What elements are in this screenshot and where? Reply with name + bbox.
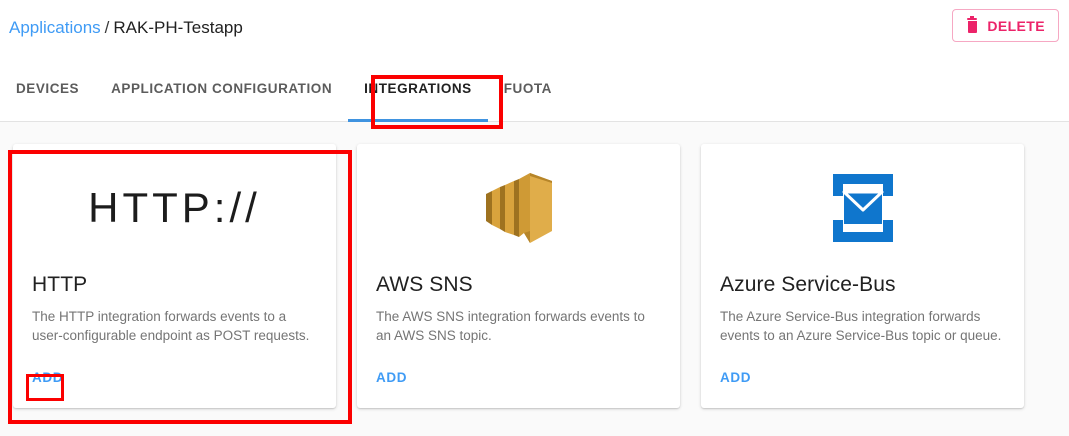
aws-sns-card-title: AWS SNS (376, 273, 473, 296)
azure-service-bus-add-button[interactable]: ADD (720, 370, 752, 385)
tab-integrations-label: INTEGRATIONS (364, 81, 472, 96)
integration-card-http[interactable]: HTTP:// HTTP The HTTP integration forwar… (13, 144, 336, 408)
http-card-title: HTTP (32, 273, 88, 296)
azure-service-bus-card-description: The Azure Service-Bus integration forwar… (720, 309, 1002, 343)
tab-devices[interactable]: DEVICES (0, 56, 95, 121)
aws-sns-icon (485, 173, 552, 243)
tab-list: DEVICES APPLICATION CONFIGURATION INTEGR… (0, 56, 568, 122)
azure-service-bus-icon (832, 174, 893, 242)
breadcrumb-link-applications[interactable]: Applications (9, 18, 101, 37)
azure-service-bus-card-logo (701, 144, 1024, 272)
http-add-button[interactable]: ADD (32, 370, 64, 385)
http-card-description: The HTTP integration forwards events to … (32, 309, 310, 343)
page-header: Applications/RAK-PH-Testapp DELETE (0, 0, 1069, 56)
http-protocol-logo: HTTP:// (88, 184, 261, 231)
aws-sns-card-actions: ADD (376, 369, 407, 387)
breadcrumb-current-application: RAK-PH-Testapp (113, 18, 243, 37)
integration-card-aws-sns[interactable]: AWS SNS The AWS SNS integration forwards… (357, 144, 680, 408)
tab-devices-label: DEVICES (16, 81, 80, 96)
delete-button-label: DELETE (987, 17, 1045, 34)
azure-service-bus-card-actions: ADD (720, 369, 751, 387)
integration-card-azure-service-bus[interactable]: Azure Service-Bus The Azure Service-Bus … (701, 144, 1024, 408)
tab-application-configuration-label: APPLICATION CONFIGURATION (111, 81, 333, 96)
http-card-body: HTTP The HTTP integration forwards event… (13, 272, 336, 345)
aws-sns-card-body: AWS SNS The AWS SNS integration forwards… (357, 272, 680, 345)
tab-application-configuration[interactable]: APPLICATION CONFIGURATION (95, 56, 348, 121)
aws-sns-add-button[interactable]: ADD (376, 370, 408, 385)
http-card-logo: HTTP:// (13, 144, 336, 272)
aws-sns-card-description: The AWS SNS integration forwards events … (376, 309, 645, 343)
tab-fuota[interactable]: FUOTA (488, 56, 568, 121)
tab-fuota-label: FUOTA (503, 81, 552, 96)
integrations-content: HTTP:// HTTP The HTTP integration forwar… (0, 122, 1069, 436)
azure-service-bus-card-body: Azure Service-Bus The Azure Service-Bus … (701, 272, 1024, 345)
breadcrumb-separator: / (104, 18, 110, 37)
tab-bar: DEVICES APPLICATION CONFIGURATION INTEGR… (0, 56, 1069, 122)
integration-card-grid: HTTP:// HTTP The HTTP integration forwar… (13, 144, 1024, 408)
aws-sns-card-logo (357, 144, 680, 272)
tab-integrations[interactable]: INTEGRATIONS (348, 56, 488, 122)
delete-button[interactable]: DELETE (952, 9, 1059, 42)
breadcrumb: Applications/RAK-PH-Testapp (9, 17, 243, 39)
http-card-actions: ADD (32, 369, 63, 387)
azure-service-bus-card-title: Azure Service-Bus (720, 273, 896, 296)
trash-icon (966, 16, 978, 33)
